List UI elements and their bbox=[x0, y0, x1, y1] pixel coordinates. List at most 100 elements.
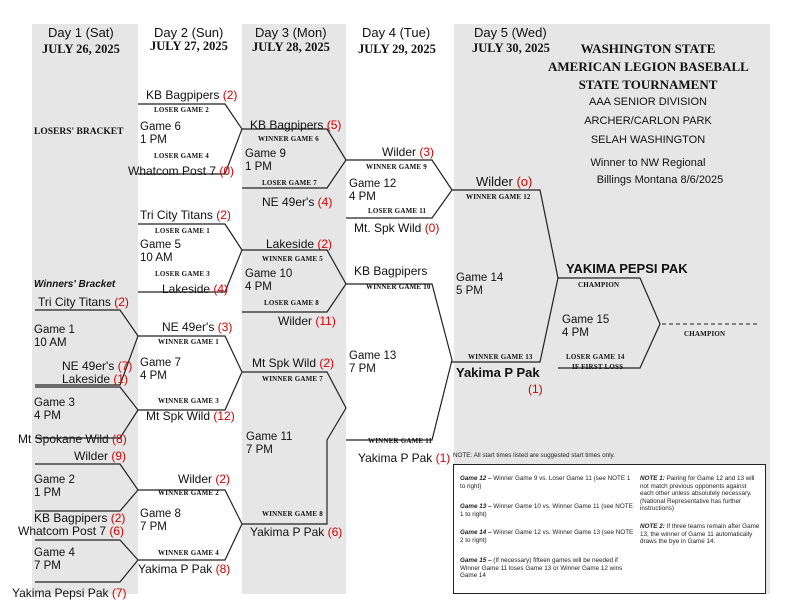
team-entry: Wilder (2) bbox=[178, 472, 231, 486]
team-entry: Wilder (9) bbox=[74, 449, 127, 463]
slot-label: WINNER GAME 6 bbox=[258, 135, 319, 143]
game-label: Game 1 10 AM bbox=[34, 324, 75, 349]
slot-label: LOSER GAME 4 bbox=[154, 152, 209, 160]
champion-team: YAKIMA PEPSI PAK bbox=[566, 261, 688, 276]
team-entry: Tri City Titans (2) bbox=[38, 295, 129, 309]
team-entry: Wilder (3) bbox=[382, 145, 435, 159]
slot-label: WINNER GAME 10 bbox=[366, 283, 431, 291]
team-entry: Yakima P Pak bbox=[456, 365, 540, 380]
team-entry: KB Bagpipers (2) bbox=[146, 88, 238, 102]
day-1-column bbox=[32, 24, 138, 594]
team-entry: NE 49er's (4) bbox=[262, 195, 333, 209]
team-entry: Mt Spokane Wild (8) bbox=[18, 432, 127, 446]
slot-label: WINNER GAME 2 bbox=[158, 489, 219, 497]
slot-label: LOSER GAME 1 bbox=[155, 227, 210, 235]
team-entry: Yakima P Pak (6) bbox=[250, 525, 343, 539]
day-3-label: Day 3 (Mon) bbox=[255, 25, 327, 40]
game-label: Game 7 4 PM bbox=[140, 357, 181, 382]
note-game-15: Game 15 – (If necessary) fifteen games w… bbox=[460, 557, 623, 579]
team-entry: Yakima P Pak (8) bbox=[138, 562, 231, 576]
game-label: Game 2 1 PM bbox=[34, 474, 75, 499]
game-label: Game 11 7 PM bbox=[246, 431, 293, 456]
game-label: Game 13 7 PM bbox=[349, 350, 397, 375]
slot-label: LOSER GAME 2 bbox=[154, 106, 209, 114]
team-entry: KB Bagpipers (2) bbox=[34, 511, 126, 525]
park-label: ARCHER/CARLON PARK bbox=[584, 115, 712, 127]
regional-label: Billings Montana 8/6/2025 bbox=[596, 174, 724, 186]
team-entry: Wilder (11) bbox=[278, 314, 336, 328]
team-entry: KB Bagpipers (5) bbox=[250, 118, 342, 132]
day-1-label: Day 1 (Sat) bbox=[48, 25, 114, 40]
slot-label: CHAMPION bbox=[578, 281, 620, 289]
slot-label: LOSER GAME 14 bbox=[566, 353, 625, 361]
day-5-label: Day 5 (Wed) bbox=[474, 25, 547, 40]
slot-label: IF FIRST LOSS bbox=[572, 363, 624, 371]
slot-label: WINNER GAME 12 bbox=[466, 193, 531, 201]
champion-label: CHAMPION bbox=[684, 330, 726, 338]
note-game-13: Game 13 – Winner Game 10 vs. Winner Game… bbox=[460, 503, 633, 518]
slot-label: LOSER GAME 8 bbox=[264, 299, 319, 307]
game-label: Game 4 7 PM bbox=[34, 547, 75, 572]
team-entry: Mt. Spk Wild (0) bbox=[354, 221, 440, 235]
game-label: Game 6 1 PM bbox=[140, 121, 181, 146]
note-game-14: Game 14 – Winner Game 12 vs. Winner Game… bbox=[460, 529, 634, 544]
team-entry: Tri City Titans (2) bbox=[140, 208, 231, 222]
day-5-date: JULY 30, 2025 bbox=[472, 41, 550, 55]
team-entry: Wilder (o) bbox=[476, 174, 533, 189]
city-label: SELAH WASHINGTON bbox=[590, 134, 706, 146]
slot-label: WINNER GAME 4 bbox=[158, 549, 219, 557]
slot-label: WINNER GAME 9 bbox=[366, 163, 427, 171]
day-1-date: JULY 26, 2025 bbox=[42, 42, 120, 56]
day-3-date: JULY 28, 2025 bbox=[252, 40, 330, 54]
slot-label: WINNER GAME 5 bbox=[262, 255, 323, 263]
day-4-label: Day 4 (Tue) bbox=[362, 25, 431, 40]
title-line-3: STATE TOURNAMENT bbox=[578, 77, 718, 92]
game-label: Game 5 10 AM bbox=[140, 239, 181, 264]
title-line-1: WASHINGTON STATE bbox=[580, 41, 716, 56]
note-1: NOTE 1: Pairing for Game 12 and 13 will … bbox=[640, 475, 755, 512]
game-label: Game 14 5 PM bbox=[456, 272, 504, 297]
slot-label: WINNER GAME 3 bbox=[158, 397, 219, 405]
slot-label: LOSER GAME 11 bbox=[368, 207, 427, 215]
note-game-12: Game 12 – Winner Game 9 vs. Loser Game 1… bbox=[460, 475, 631, 490]
slot-label: LOSER GAME 7 bbox=[262, 179, 317, 187]
team-entry: Whatcom Post 7 (6) bbox=[18, 524, 125, 538]
slot-label: WINNER GAME 13 bbox=[468, 353, 533, 361]
day-2-label: Day 2 (Sun) bbox=[154, 25, 224, 40]
team-entry: NE 49er's (7) bbox=[62, 359, 133, 373]
day-2-date: JULY 27, 2025 bbox=[150, 39, 228, 53]
start-time-note: NOTE: All start times listed are suggest… bbox=[453, 452, 615, 459]
winner-to-label: Winner to NW Regional bbox=[590, 157, 706, 169]
day-4-date: JULY 29, 2025 bbox=[358, 42, 436, 56]
notes-box: Game 12 – Winner Game 9 vs. Loser Game 1… bbox=[453, 464, 766, 594]
slot-label: WINNER GAME 11 bbox=[368, 437, 433, 445]
team-entry: Yakima Pepsi Pak (7) bbox=[12, 586, 127, 600]
winners-bracket-label: Winners' Bracket bbox=[34, 279, 116, 290]
game-label: Game 8 7 PM bbox=[140, 508, 181, 533]
slot-label: WINNER GAME 1 bbox=[158, 338, 219, 346]
slot-label: WINNER GAME 7 bbox=[262, 375, 323, 383]
slot-label: WINNER GAME 8 bbox=[262, 510, 323, 518]
team-entry: Yakima P Pak (1) bbox=[358, 451, 451, 465]
team-entry: Lakeside (1) bbox=[62, 372, 129, 386]
team-entry: Whatcom Post 7 (0) bbox=[128, 164, 235, 178]
team-entry: Lakeside (2) bbox=[266, 237, 333, 251]
division-label: AAA SENIOR DIVISION bbox=[589, 96, 707, 108]
team-entry: Mt Spk Wild (2) bbox=[252, 356, 335, 370]
note-2: NOTE 2: If three teams remain after Game… bbox=[640, 523, 760, 545]
game-label: Game 9 1 PM bbox=[245, 148, 286, 173]
game-label: Game 15 4 PM bbox=[562, 314, 610, 339]
game-label: Game 12 4 PM bbox=[349, 178, 397, 203]
team-entry: Mt Spk Wild (12) bbox=[146, 409, 235, 423]
game-label: Game 10 4 PM bbox=[245, 268, 293, 293]
slot-label: LOSER GAME 3 bbox=[155, 270, 210, 278]
title-line-2: AMERICAN LEGION BASEBALL bbox=[548, 59, 749, 74]
team-seed: (1) bbox=[528, 382, 543, 396]
losers-bracket-label: LOSERS' BRACKET bbox=[34, 127, 124, 137]
team-entry: NE 49er's (3) bbox=[162, 320, 233, 334]
team-entry: KB Bagpipers bbox=[354, 264, 428, 278]
game-label: Game 3 4 PM bbox=[34, 397, 75, 422]
team-entry: Lakeside (4) bbox=[162, 282, 229, 296]
